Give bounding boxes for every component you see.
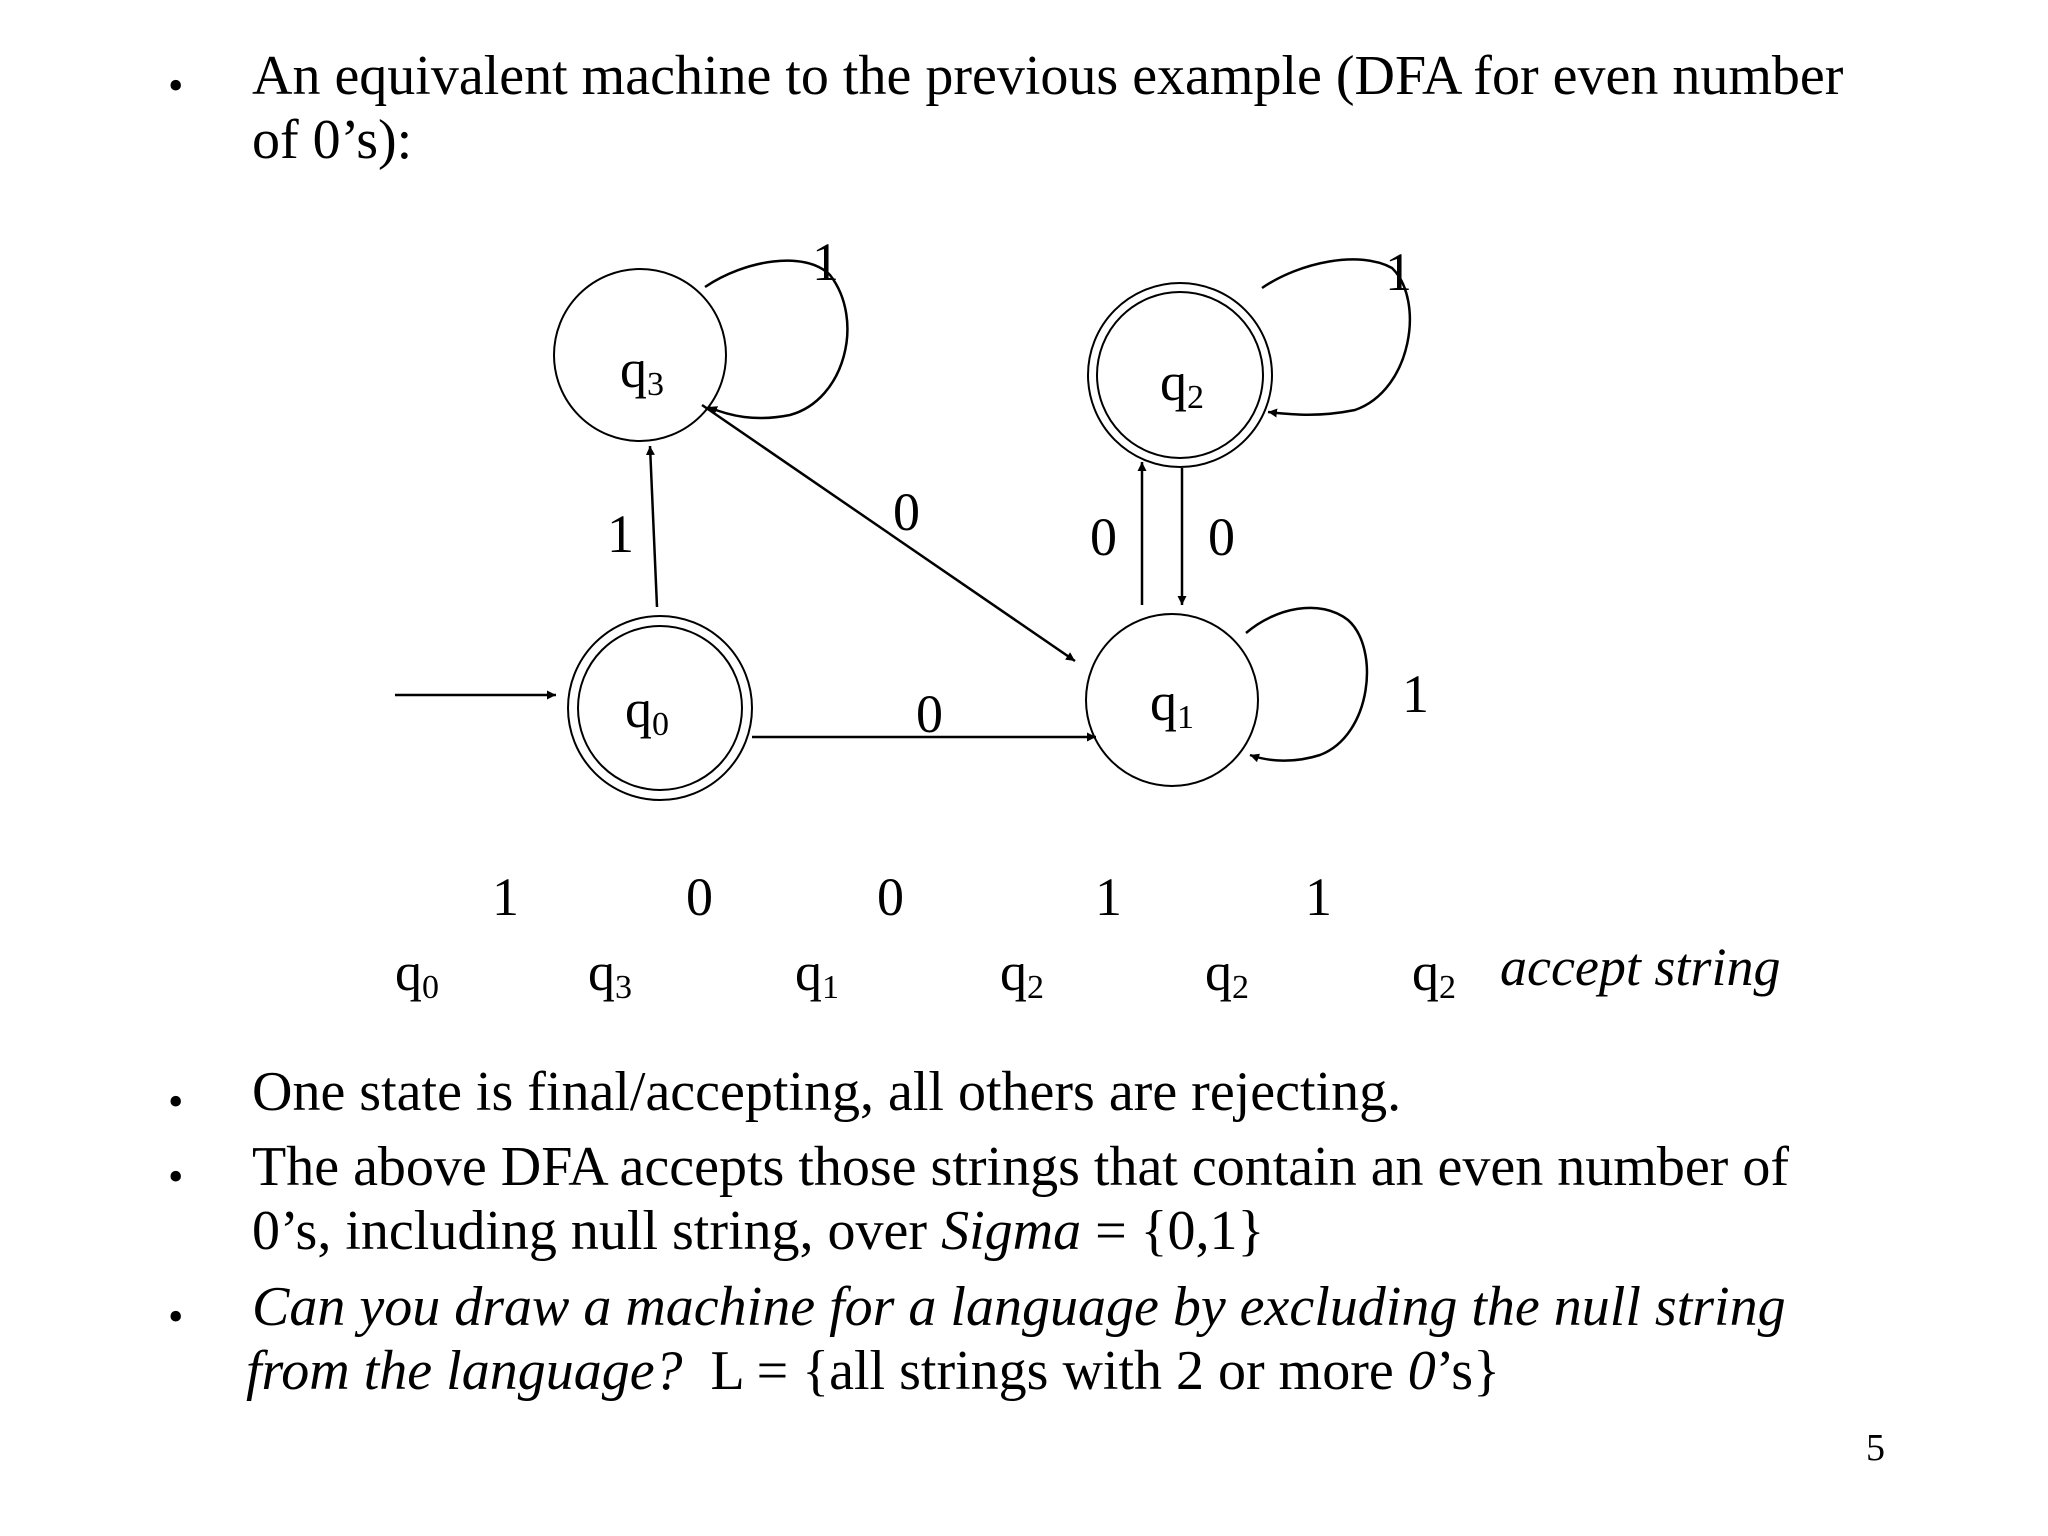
state-q0-outer-circle [567,615,753,801]
transition-q2-loop-label: 1 [1385,242,1412,302]
transition-q1-loop [1245,606,1369,763]
state-q0: q0 [567,615,753,801]
state-q2-inner-circle [1096,291,1264,459]
trace-state-1: q0 [395,942,439,1006]
bullet-question-line-2: from the language? L = {all strings with… [246,1340,1500,1402]
trace-state-3: q1 [795,942,839,1006]
transition-q1-loop-label: 1 [1402,664,1429,724]
transition-q0-q1-label: 0 [916,684,943,744]
bullet-even-zeros-line-2: 0’s, including null string, over Sigma =… [252,1200,1265,1262]
bullet-marker: • [168,1292,184,1341]
bullet-even-zeros: The above DFA accepts those strings that… [252,1135,1789,1263]
trace-input-2: 0 [686,867,713,927]
intro-line-1: An equivalent machine to the previous ex… [252,45,1844,107]
bullet-marker: • [168,61,184,110]
trace-input-1: 1 [492,867,519,927]
state-q2-label: q2 [1160,352,1204,416]
bullet-marker: • [168,1077,184,1126]
trace-input-3: 0 [877,867,904,927]
transition-q2-q1-label: 0 [1208,507,1235,567]
trace-state-4: q2 [1000,942,1044,1006]
state-q2: q2 [1087,282,1273,468]
bullet-accepting: One state is final/accepting, all others… [252,1061,1402,1123]
trace-state-6: q2 [1412,942,1456,1006]
transition-q1-q2-label: 0 [1090,507,1117,567]
transition-q0-q3 [645,445,659,608]
transition-q2-loop [1261,258,1411,418]
state-q3-label: q3 [620,339,664,403]
state-q1-circle [1085,613,1259,787]
trace-result: accept string [1500,937,1780,997]
page-number: 5 [1866,1427,1885,1469]
trace-input-4: 1 [1095,867,1122,927]
bullet-question: Can you draw a machine for a language by… [246,1275,1786,1403]
trace-input-5: 1 [1305,867,1332,927]
bullet-marker: • [168,1152,184,1201]
transition-q3-q1 [701,403,1076,663]
transition-q0-q3-label: 1 [607,504,634,564]
transition-q3-loop-label: 1 [812,232,839,292]
state-q0-label: q0 [625,679,669,743]
bullet-question-line-1: Can you draw a machine for a language by… [252,1276,1786,1338]
state-q1: q1 [1085,613,1259,787]
state-q0-inner-circle [577,625,743,791]
trace-state-5: q2 [1205,942,1249,1006]
intro-bullet: An equivalent machine to the previous ex… [252,44,1843,172]
trace-state-2: q3 [588,942,632,1006]
state-q2-outer-circle [1087,282,1273,468]
state-q3: q3 [553,268,727,442]
state-q1-label: q1 [1150,672,1194,736]
bullet-even-zeros-line-1: The above DFA accepts those strings that… [252,1136,1789,1198]
transition-q3-q1-label: 0 [893,482,920,542]
intro-line-2: of 0’s): [252,109,413,171]
transition-q3-loop [704,259,849,420]
state-q3-circle [553,268,727,442]
